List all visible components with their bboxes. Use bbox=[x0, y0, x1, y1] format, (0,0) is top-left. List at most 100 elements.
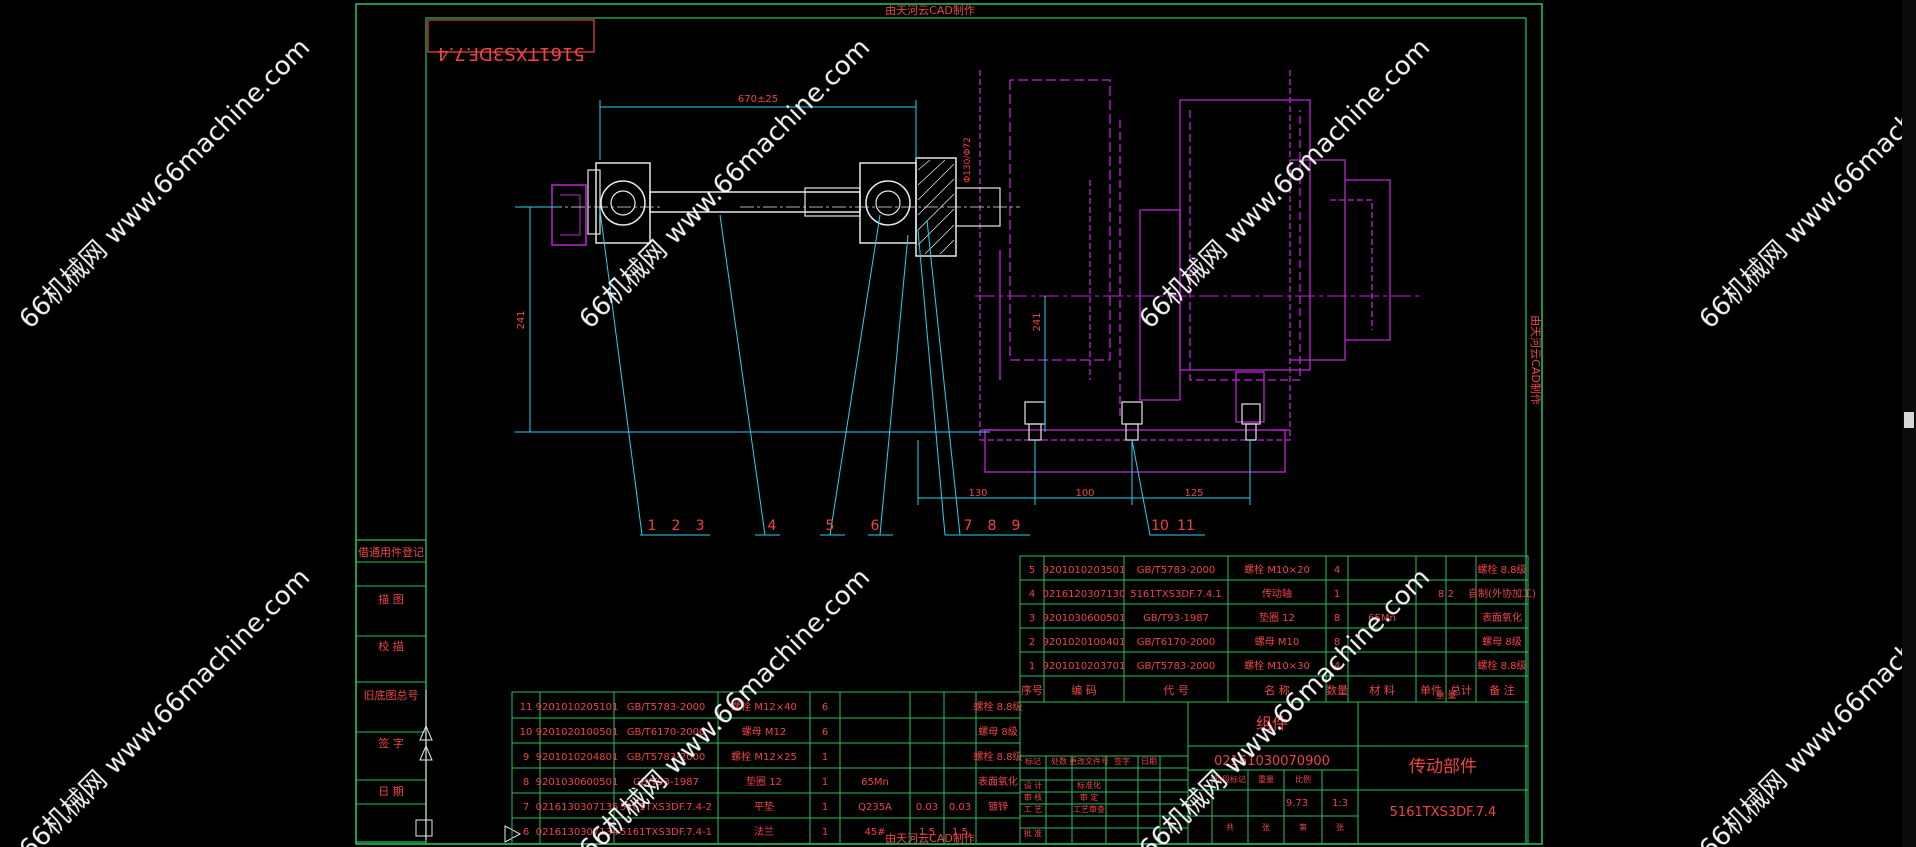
bom-upper-cell: 65Mn bbox=[1368, 613, 1396, 624]
title-scale: 1:3 bbox=[1332, 798, 1348, 809]
bom-lower-cell: 螺母 M12 bbox=[742, 726, 787, 738]
callout-8: 8 bbox=[988, 518, 997, 534]
bom-lower-cell: 1.5 bbox=[919, 827, 935, 838]
dim-bottom-1: 130 bbox=[968, 488, 987, 499]
bom-upper-header: 单件 bbox=[1420, 684, 1442, 697]
bom-upper-cell: 1 bbox=[1334, 589, 1340, 600]
scrollbar-thumb[interactable] bbox=[1904, 412, 1914, 428]
callout-5: 5 bbox=[826, 518, 835, 534]
bom-upper-cell: 9201010203701 bbox=[1043, 661, 1126, 672]
bom-lower-cell: GB/T93-1987 bbox=[633, 777, 699, 788]
bom-lower-cell: 7 bbox=[523, 802, 529, 813]
bom-lower-cell: 11 bbox=[520, 702, 533, 713]
bom-lower-cell: 表面氧化 bbox=[978, 775, 1018, 788]
bom-upper-cell: 5161TXS3DF.7.4.1 bbox=[1130, 589, 1222, 600]
bom-lower-cell: Q235A bbox=[858, 802, 892, 813]
bom-lower-table bbox=[511, 691, 1021, 845]
bom-lower-cell: 1 bbox=[822, 752, 828, 763]
drawing-code-box bbox=[427, 19, 595, 53]
bom-upper-weight-label: 重 量 bbox=[1436, 689, 1457, 701]
callout-10: 10 bbox=[1151, 518, 1169, 534]
bom-upper-cell: 4 bbox=[1029, 589, 1035, 600]
bom-upper-cell: 8 bbox=[1334, 613, 1340, 624]
bom-lower-cell: 65Mn bbox=[861, 777, 889, 788]
side-caption: 由天河云CAD制作 bbox=[1529, 315, 1543, 405]
bom-upper-cell: GB/T5783-2000 bbox=[1137, 565, 1216, 576]
bom-upper-header: 材 料 bbox=[1369, 683, 1395, 697]
title-small-label: 共 bbox=[1226, 823, 1234, 832]
callout-4: 4 bbox=[768, 518, 777, 534]
bom-upper-cell: 4 bbox=[1334, 565, 1340, 576]
bom-upper-cell: 表面氧化 bbox=[1482, 611, 1522, 624]
title-name: 传动部件 bbox=[1409, 757, 1477, 777]
bom-lower-cell: 法兰 bbox=[754, 825, 774, 838]
bom-lower-cell: 螺栓 M12×25 bbox=[731, 750, 797, 763]
left-item-4: 旧底图总号 bbox=[364, 688, 419, 702]
bom-lower-cell: 5161TXS3DF.7.4-1 bbox=[620, 827, 712, 838]
title-small-label: 工 艺 bbox=[1024, 805, 1043, 814]
title-assembly-label: 组件 bbox=[1256, 714, 1288, 733]
drive-shaft bbox=[548, 157, 1020, 257]
bottom-caption: 由天河云CAD制作 bbox=[885, 831, 975, 845]
left-panel: 借通用件登记 描 图 校 描 旧底图总号 签 字 日 期 bbox=[355, 539, 522, 843]
bom-lower-cell: 0216130307134 bbox=[536, 827, 619, 838]
title-small-label: 重量 bbox=[1258, 774, 1274, 784]
callout-2: 2 bbox=[672, 518, 681, 534]
watermark-5: 66机械网 www.66machine.com bbox=[14, 563, 316, 847]
bom-upper-header: 代 号 bbox=[1163, 684, 1189, 697]
bom-lower-cell: 5161TXS3DF.7.4-2 bbox=[620, 802, 712, 813]
title-small-label: 第 bbox=[1299, 822, 1307, 832]
bom-upper-cell: 螺栓 M10×20 bbox=[1244, 563, 1310, 576]
title-small-label: 签字 bbox=[1114, 756, 1130, 766]
left-item-3: 校 描 bbox=[378, 639, 404, 653]
title-block bbox=[1019, 701, 1529, 845]
bom-lower-cell: 螺母 8级 bbox=[978, 726, 1018, 738]
title-small-label: 比例 bbox=[1295, 774, 1311, 784]
bom-upper-cell: 自制(外协加工) bbox=[1468, 587, 1536, 600]
dim-left-height: 241 bbox=[516, 310, 527, 329]
bom-upper-cell: GB/T93-1987 bbox=[1143, 613, 1209, 624]
title-small-label: 张 bbox=[1336, 823, 1344, 832]
bom-upper-header: 序号 bbox=[1021, 683, 1043, 697]
bom-lower-cell: 镀锌 bbox=[988, 800, 1008, 813]
bom-lower-cell: 螺栓 8.8级 bbox=[973, 750, 1022, 763]
bom-lower-cell: 6 bbox=[822, 702, 828, 713]
callout-1: 1 bbox=[648, 518, 657, 534]
bom-upper-cell: 0216120307130 bbox=[1043, 589, 1126, 600]
watermark-1: 66机械网 www.66machine.com bbox=[14, 33, 316, 335]
title-small-label: 标准化 bbox=[1077, 780, 1101, 790]
bom-upper-cell: 1 bbox=[1029, 661, 1035, 672]
bom-upper-cell: 8.2 bbox=[1438, 589, 1454, 600]
bom-lower-cell: 9201020100501 bbox=[536, 727, 619, 738]
title-small-label: 标记 bbox=[1025, 756, 1041, 766]
title-small-label: 设 计 bbox=[1024, 780, 1043, 790]
title-small-label: 工艺审查 bbox=[1073, 804, 1105, 814]
bom-lower-cell: GB/T6170-2000 bbox=[627, 727, 706, 738]
bom-lower-cell: 6 bbox=[523, 827, 529, 838]
title-drawing-no: 5161TXS3DF.7.4 bbox=[1390, 805, 1497, 820]
vertical-scrollbar[interactable] bbox=[1902, 0, 1916, 847]
bom-upper-header: 名 称 bbox=[1264, 683, 1290, 697]
bom-lower-cell: 0216130307135 bbox=[536, 802, 619, 813]
bom-upper-cell: 螺母 M10 bbox=[1255, 636, 1300, 648]
title-code: 02161030070900 bbox=[1214, 754, 1330, 769]
bom-lower-cell: 9 bbox=[523, 752, 529, 763]
title-small-label: 审 核 bbox=[1024, 792, 1043, 802]
watermark-6: 66机械网 www.66machine.com bbox=[574, 563, 876, 847]
title-small-label: 张 bbox=[1262, 823, 1270, 832]
drawing-code-text: 5161TXS3DF.7.4 bbox=[437, 43, 585, 64]
bom-upper-cell: 螺母 8级 bbox=[1482, 636, 1522, 648]
title-small-label: 审 定 bbox=[1080, 792, 1099, 802]
left-item-6: 日 期 bbox=[378, 785, 404, 798]
bom-upper-header: 数量 bbox=[1326, 684, 1348, 697]
title-mass: 9.73 bbox=[1286, 798, 1308, 809]
bom-upper-header: 备 注 bbox=[1489, 683, 1515, 697]
watermark-4: 66机械网 www.66machine.com bbox=[1694, 33, 1902, 335]
bom-lower-cell: 8 bbox=[523, 777, 529, 788]
bom-lower-cell: 10 bbox=[520, 727, 533, 738]
bom-upper-cell: 9201010203501 bbox=[1043, 565, 1126, 576]
bom-upper-cell: 9201030600501 bbox=[1043, 613, 1126, 624]
title-small-labels: 标记处数更改文件号签字日期设 计标准化审 核审 定工 艺批 准工艺审查阶段标记重… bbox=[1024, 756, 1344, 838]
title-small-label: 更改文件号 bbox=[1069, 756, 1109, 766]
